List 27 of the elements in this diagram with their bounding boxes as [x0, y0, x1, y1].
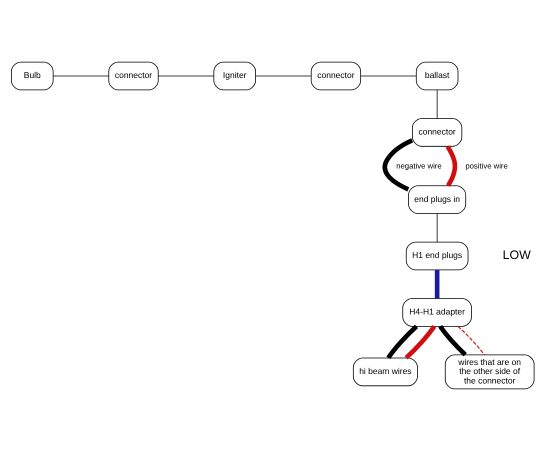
- node-box: connector: [412, 118, 462, 146]
- connector: [458, 325, 485, 355]
- connector: [436, 212, 438, 242]
- node-box: H4-H1 adapter: [402, 298, 472, 326]
- connector: [436, 89, 438, 118]
- node-box: Bulb: [11, 61, 54, 90]
- connector: [158, 75, 214, 76]
- connector: [386, 324, 418, 359]
- node-box: H1 end plugs: [406, 241, 468, 270]
- node-box: end plugs in: [408, 184, 466, 214]
- node-box: connector: [108, 61, 159, 90]
- connector: [255, 75, 312, 76]
- connector: [434, 270, 440, 298]
- connector: [382, 138, 414, 191]
- edge-label: positive wire: [465, 160, 508, 170]
- connector: [360, 75, 417, 76]
- edge-label: negative wire: [396, 160, 442, 170]
- node-box: wires that are on the other side of the connector: [444, 354, 534, 389]
- connector: [446, 144, 458, 186]
- node-box: Igniter: [213, 61, 256, 90]
- label: LOW: [502, 247, 531, 262]
- connector: [438, 324, 467, 356]
- node-box: hi beam wires: [352, 357, 418, 386]
- node-box: ballast: [416, 61, 458, 90]
- connector: [404, 324, 436, 360]
- connector: [52, 75, 110, 76]
- node-box: connector: [310, 61, 362, 90]
